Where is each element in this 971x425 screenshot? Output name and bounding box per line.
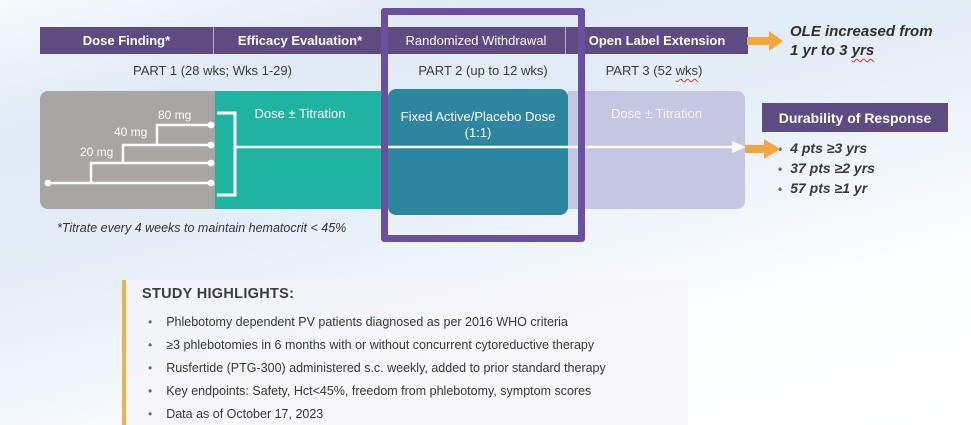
bullet-icon: • xyxy=(148,361,153,375)
orange-arrow-mid xyxy=(745,139,780,159)
durability-item-text: 4 pts ≥3 yrs xyxy=(790,140,868,156)
part2-label: PART 2 (up to 12 wks) xyxy=(418,63,548,78)
part3-box-label: Dose ± Titration xyxy=(611,106,702,121)
study-highlights-panel: STUDY HIGHLIGHTS: • Phlebotomy dependent… xyxy=(122,280,688,425)
phase-open-label-extension: Open Label Extension xyxy=(565,27,748,54)
highlight-item-text: Data as of October 17, 2023 xyxy=(166,407,324,421)
dose-20mg-label: 20 mg xyxy=(80,145,114,159)
durability-bullet-list: • 4 pts ≥3 yrs • 37 pts ≥2 yrs • 57 pts … xyxy=(778,139,875,199)
dose-40mg-label: 40 mg xyxy=(114,125,148,139)
highlight-item: • Key endpoints: Safety, Hct<45%, freedo… xyxy=(142,384,688,407)
bullet-icon: • xyxy=(148,338,153,352)
highlight-item: • ≥3 phlebotomies in 6 months with or wi… xyxy=(142,338,688,361)
highlight-item: • Phlebotomy dependent PV patients diagn… xyxy=(142,315,688,338)
part3-titration-box xyxy=(568,91,745,209)
part3-text: PART 3 (52 xyxy=(605,63,676,78)
part2-box-label-line2: (1:1) xyxy=(464,125,492,140)
bullet-icon: • xyxy=(778,162,783,176)
dose-80mg-label: 80 mg xyxy=(158,108,192,122)
part2-fixed-dose-box xyxy=(388,89,568,215)
highlight-item-text: Key endpoints: Safety, Hct<45%, freedom … xyxy=(166,384,592,398)
ole-callout-line2: 1 yr to 3 yrs xyxy=(790,41,960,60)
highlight-item-text: Rusfertide (PTG-300) administered s.c. w… xyxy=(166,361,606,375)
phase-randomized-withdrawal: Randomized Withdrawal xyxy=(386,27,565,54)
bullet-icon: • xyxy=(778,142,783,156)
orange-arrow-top xyxy=(747,31,783,51)
durability-item: • 37 pts ≥2 yrs xyxy=(778,159,875,179)
part1-label: PART 1 (28 wks; Wks 1-29) xyxy=(133,63,292,78)
study-highlights-list: • Phlebotomy dependent PV patients diagn… xyxy=(142,315,688,425)
bullet-icon: • xyxy=(148,315,153,329)
part3-spellcheck-word: wks xyxy=(675,63,699,78)
ole-callout-line1: OLE increased from xyxy=(790,23,933,40)
phase-header-bar: Dose Finding* Efficacy Evaluation* Rando… xyxy=(40,27,748,54)
highlight-item: • Data as of October 17, 2023 xyxy=(142,407,688,425)
highlight-item-text: ≥3 phlebotomies in 6 months with or with… xyxy=(166,338,595,352)
bullet-icon: • xyxy=(148,384,153,398)
part1-titration-box xyxy=(215,91,385,209)
bullet-icon: • xyxy=(778,182,783,196)
highlight-item-text: Phlebotomy dependent PV patients diagnos… xyxy=(166,315,568,329)
ole-line2-text: 1 yr to 3 xyxy=(790,42,852,59)
part2-box-label-line1: Fixed Active/Placebo Dose xyxy=(400,109,556,124)
durability-item-text: 37 pts ≥2 yrs xyxy=(790,160,875,176)
phase-efficacy-evaluation: Efficacy Evaluation* xyxy=(213,27,386,54)
ole-spellcheck-word: yrs xyxy=(851,42,875,59)
durability-item: • 4 pts ≥3 yrs xyxy=(778,139,875,159)
part3-label: PART 3 (52 wks) xyxy=(563,63,745,80)
bullet-icon: • xyxy=(148,407,153,421)
titration-footnote: *Titrate every 4 weeks to maintain hemat… xyxy=(57,221,347,235)
phase-dose-finding: Dose Finding* xyxy=(40,27,213,54)
part2-highlight-outline xyxy=(381,8,585,242)
part2-box-label: Fixed Active/Placebo Dose (1:1) xyxy=(388,109,568,141)
durability-item: • 57 pts ≥1 yr xyxy=(778,179,875,199)
durability-item-text: 57 pts ≥1 yr xyxy=(790,180,868,196)
durability-title-box: Durability of Response xyxy=(762,103,948,132)
part1-box-label: Dose ± Titration xyxy=(254,106,346,121)
part3-text-suffix: ) xyxy=(698,63,703,78)
highlight-item: • Rusfertide (PTG-300) administered s.c.… xyxy=(142,361,688,384)
ole-callout: OLE increased from 1 yr to 3 yrs xyxy=(790,22,960,60)
study-highlights-title: STUDY HIGHLIGHTS: xyxy=(142,286,295,302)
